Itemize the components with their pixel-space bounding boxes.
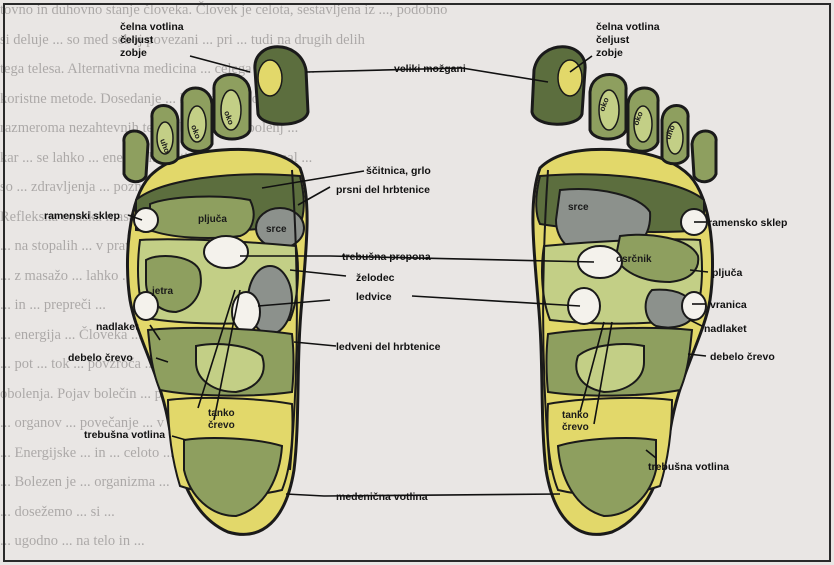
right-pericardium-label: osrčnik [616, 254, 652, 265]
left-bigtoe-tip [258, 60, 282, 96]
label-lumbar-spine: ledveni del hrbtenice [336, 341, 441, 353]
label-thoracic-spine: prsni del hrbtenice [336, 184, 430, 196]
right-heart-label: srce [568, 202, 589, 213]
label-spleen: vranica [710, 299, 747, 311]
label-kidneys: ledvice [356, 291, 392, 303]
right-toe-5 [692, 131, 716, 182]
label-right-upper-arm: nadlaket [704, 323, 747, 335]
label-left-teeth: zobje [120, 47, 147, 59]
left-heart-label: srce [266, 224, 287, 235]
left-foot: pljuča srce jetra tanko črevo oko oko uh… [124, 47, 308, 535]
label-left-abdominal-cavity: trebušna votlina [84, 429, 165, 441]
right-small-intestine-label-1: tanko [562, 410, 589, 421]
label-right-shoulder: ramensko sklep [708, 217, 787, 229]
right-arm-spot [682, 292, 706, 320]
label-right-large-intestine: debelo črevo [710, 351, 775, 363]
left-shoulder-spot [134, 208, 158, 232]
leader-left-sinus [190, 56, 250, 72]
right-small-intestine-label-2: črevo [562, 422, 589, 433]
left-lung-label: pljuča [198, 214, 227, 225]
label-left-frontal-sinus: čelna votlina [120, 21, 184, 33]
label-left-shoulder: ramenski sklep [44, 210, 120, 222]
left-diaphragm-spot [204, 236, 248, 268]
label-right-lungs: pljuča [712, 267, 743, 279]
label-stomach: želodec [356, 272, 395, 284]
left-small-intestine-label-1: tanko [208, 408, 235, 419]
left-toe-5 [124, 131, 148, 182]
label-pelvic-cavity: medenična votlina [336, 491, 428, 503]
label-right-frontal-sinus: čelna votlina [596, 21, 660, 33]
label-cerebrum: veliki možgani [394, 63, 466, 75]
label-right-jaw: čeljust [596, 34, 630, 46]
label-left-jaw: čeljust [120, 34, 154, 46]
label-left-upper-arm: nadlaket [96, 321, 139, 333]
left-small-intestine-label-2: črevo [208, 420, 235, 431]
label-diaphragm: trebušna prepona [342, 251, 431, 263]
label-right-abdominal-cavity: trebušna votlina [648, 461, 729, 473]
label-left-large-intestine: debelo črevo [68, 352, 133, 364]
left-liver-label: jetra [151, 286, 174, 297]
label-thyroid-larynx: ščitnica, grlo [366, 165, 431, 177]
label-right-teeth: zobje [596, 47, 623, 59]
